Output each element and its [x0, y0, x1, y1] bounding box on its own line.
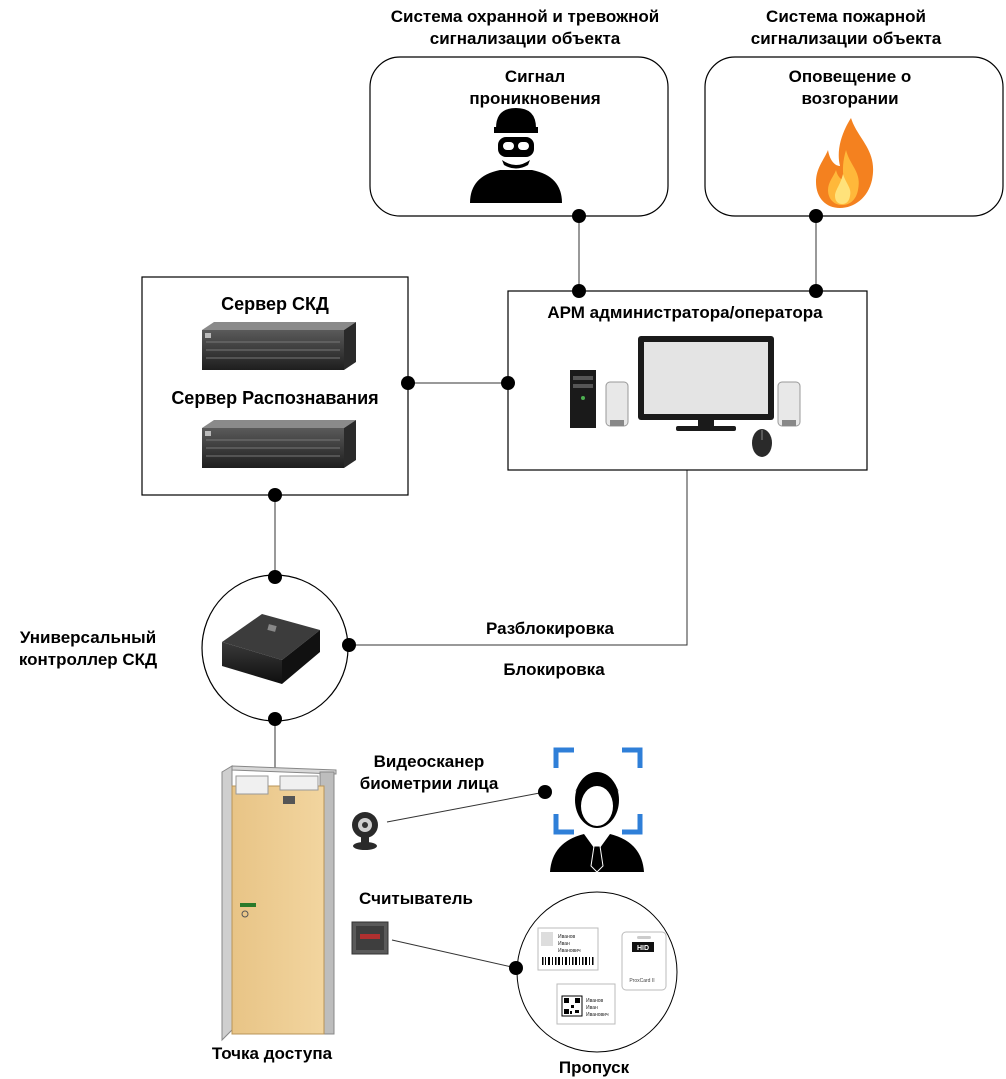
security-system: Система охранной и тревожной сигнализаци… [369, 7, 669, 217]
card-reader-icon [351, 921, 389, 955]
connection-lines [274, 216, 817, 969]
door-handle-icon [240, 903, 256, 907]
fire-title-line1: Система пожарной [766, 7, 926, 26]
reader-label: Считыватель [359, 889, 473, 908]
wire-arm-controller [349, 470, 688, 646]
face-scan-icon [550, 747, 644, 873]
security-title-line2: сигнализации объекта [430, 29, 621, 48]
server-box-group: Сервер СКД Сервер Распознавания [141, 276, 409, 496]
card1-line2: Иван [558, 941, 570, 947]
flame-icon [816, 118, 874, 208]
wire-reader-pass [391, 939, 517, 969]
intrusion-signal-line1: Сигнал [505, 67, 565, 86]
dot-fire-bottom [809, 209, 823, 223]
burglar-icon [470, 108, 562, 203]
controller-label-line1: Универсальный [20, 628, 156, 647]
video-scanner-label-line2: биометрии лица [360, 774, 499, 793]
dot-arm-left [501, 376, 515, 390]
dot-face [538, 785, 552, 799]
hid-card: HID ProxCard II [621, 931, 667, 991]
workstation-title: АРМ администратора/оператора [547, 303, 823, 322]
dot-arm-top-left [572, 284, 586, 298]
card2-line3: Иванович [586, 1012, 609, 1018]
recognition-server-label: Сервер Распознавания [171, 388, 378, 408]
access-point: Точка доступа [212, 765, 337, 1063]
pass-group: Иванов Иван Иванович [516, 891, 678, 1077]
webcam-icon [352, 812, 378, 850]
fire-title-line2: сигнализации объекта [751, 29, 942, 48]
acs-server-label: Сервер СКД [221, 294, 329, 314]
dot-arm-top-right [809, 284, 823, 298]
barcode-icon [542, 957, 594, 965]
hid-text: ProxCard II [629, 978, 654, 984]
fire-system: Система пожарной сигнализации объекта Оп… [704, 7, 1004, 217]
intrusion-signal-line2: проникновения [469, 89, 600, 108]
id-card-2: Иванов Иван Иванович [556, 983, 616, 1025]
qr-code-icon [561, 995, 583, 1017]
video-scanner: Видеосканер биометрии лица [352, 747, 644, 873]
fire-alert-line2: возгорании [801, 89, 898, 108]
dot-security-bottom [572, 209, 586, 223]
acs-server-icon [202, 322, 356, 370]
card1-line3: Иванович [558, 948, 581, 954]
dot-controller-top [268, 570, 282, 584]
security-box [369, 56, 669, 217]
lock-label: Блокировка [503, 660, 605, 679]
fire-alert-line1: Оповещение о [789, 67, 912, 86]
access-point-label: Точка доступа [212, 1044, 333, 1063]
dot-controller-right [342, 638, 356, 652]
card2-line2: Иван [586, 1005, 598, 1011]
pass-label: Пропуск [559, 1058, 630, 1077]
door-closer-icon [235, 775, 269, 795]
mouse-icon [752, 429, 772, 457]
controller-box-icon [222, 614, 320, 684]
controller-label-line2: контроллер СКД [19, 650, 157, 669]
monitor-icon [638, 336, 774, 431]
dot-pass [509, 961, 523, 975]
video-scanner-label-line1: Видеосканер [374, 752, 485, 771]
dot-server-bottom [268, 488, 282, 502]
controller-group: Универсальный контроллер СКД Разблокиров… [19, 574, 615, 722]
dot-controller-bottom [268, 712, 282, 726]
connection-dots [268, 209, 823, 975]
unlock-label: Разблокировка [486, 619, 615, 638]
card-reader: Считыватель [351, 889, 473, 955]
speaker-right-icon [777, 381, 801, 427]
dot-server-right [401, 376, 415, 390]
speaker-left-icon [605, 381, 629, 427]
id-card-1: Иванов Иван Иванович [537, 927, 599, 971]
workstation-group: АРМ администратора/оператора [507, 290, 868, 471]
wire-camera-face [386, 791, 546, 823]
security-title-line1: Система охранной и тревожной [391, 7, 660, 26]
card1-line1: Иванов [558, 934, 576, 940]
card2-line1: Иванов [586, 998, 604, 1004]
hid-badge: HID [637, 945, 649, 952]
recognition-server-icon [202, 420, 356, 468]
pc-tower-icon [570, 370, 596, 428]
door-icon [231, 785, 325, 1035]
